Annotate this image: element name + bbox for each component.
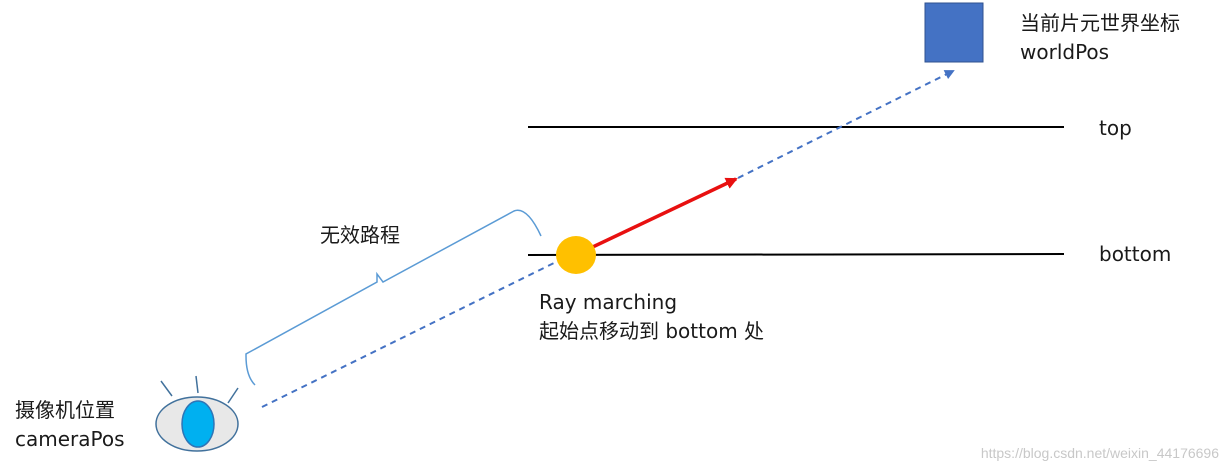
top-label: top bbox=[1099, 116, 1132, 140]
fragment-var-label: worldPos bbox=[1020, 40, 1110, 64]
start-point-label-line2: 起始点移动到 bottom 处 bbox=[539, 319, 765, 343]
start-point-label-line1: Ray marching bbox=[539, 290, 678, 314]
view-ray-dashed bbox=[737, 70, 955, 179]
bottom-boundary-line bbox=[527, 253, 1065, 256]
start-point-icon bbox=[556, 236, 596, 274]
ray-marching-arrow bbox=[577, 177, 738, 256]
camera-eye-icon bbox=[155, 375, 239, 452]
bottom-label: bottom bbox=[1099, 242, 1172, 266]
camera-var-label: cameraPos bbox=[15, 427, 125, 451]
fragment-square-icon bbox=[924, 2, 984, 63]
wasted-path-brace bbox=[245, 209, 542, 386]
wasted-path-label: 无效路程 bbox=[320, 223, 400, 247]
camera-title-label: 摄像机位置 bbox=[15, 398, 115, 422]
wasted-ray-dashed bbox=[261, 259, 561, 408]
watermark-text: https://blog.csdn.net/weixin_44176696 bbox=[980, 445, 1219, 461]
fragment-title-label: 当前片元世界坐标 bbox=[1020, 11, 1180, 35]
